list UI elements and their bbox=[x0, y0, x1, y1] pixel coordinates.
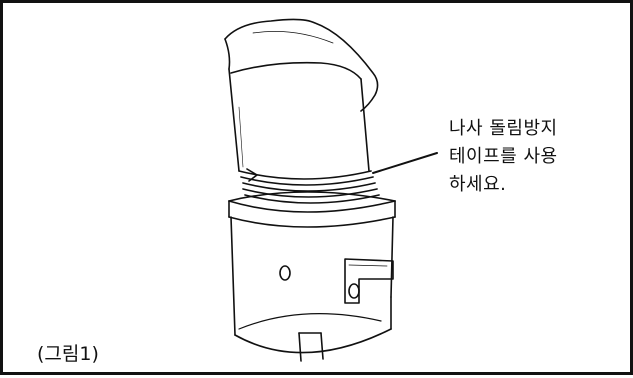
thread-section bbox=[238, 168, 380, 204]
callout-leader-line bbox=[372, 152, 438, 174]
threaded-fitting-illustration bbox=[224, 18, 438, 362]
callout-text: 나사 돌림방지 테이프를 사용 하세요. bbox=[449, 115, 619, 199]
figure-caption: (그림1) bbox=[37, 343, 99, 365]
callout-line-3: 하세요. bbox=[449, 174, 507, 195]
callout-line-1: 나사 돌림방지 bbox=[449, 118, 558, 139]
angled-tube-part bbox=[224, 18, 379, 172]
sleeve-body bbox=[230, 216, 394, 362]
collar bbox=[228, 191, 396, 228]
callout-line-2: 테이프를 사용 bbox=[449, 146, 558, 167]
